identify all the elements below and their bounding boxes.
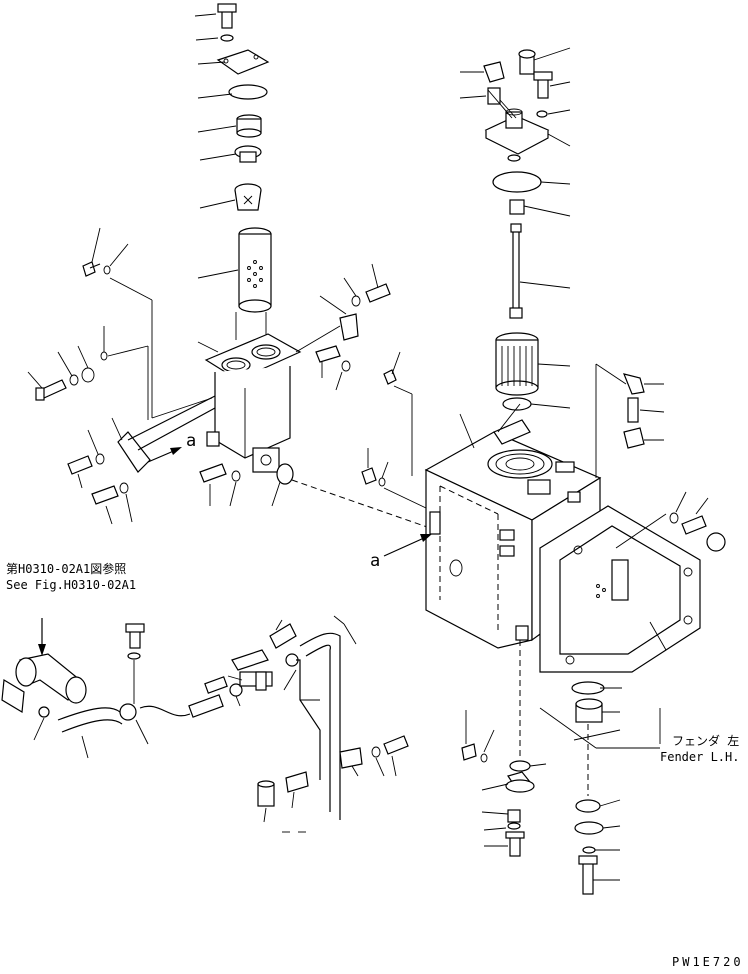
left-cover-plate	[216, 49, 270, 75]
tank-front	[425, 469, 533, 649]
right-spring	[509, 199, 525, 215]
reference-note-english: See Fig.H0310-02A1	[6, 578, 137, 592]
left-plug-oring	[276, 463, 294, 485]
right-oring	[492, 171, 542, 193]
left-filter-bracket	[117, 431, 151, 473]
fender-note-japanese: フェンダ 左	[672, 734, 740, 748]
right-rod	[509, 307, 523, 319]
tank-cover-plate	[539, 363, 726, 895]
left-filter-port	[252, 447, 280, 473]
fuel-valve-block	[231, 649, 269, 671]
fender-note-english: Fender L.H.	[660, 750, 740, 764]
right-breather	[483, 61, 505, 83]
view-arrow-label-a-tank: a	[370, 551, 381, 571]
left-top-washer	[220, 34, 234, 42]
mount-rubber-upper	[571, 681, 605, 695]
reference-note-japanese: 第H0310-02A1図参照	[6, 562, 127, 576]
drain-and-lines	[1, 615, 547, 857]
right-filter-element	[495, 339, 539, 389]
mount-rubber-lower	[575, 799, 601, 813]
left-filter-assembly	[27, 3, 431, 529]
left-filter-element	[238, 233, 272, 307]
left-top-bracket	[339, 313, 359, 341]
right-filter-assembly	[459, 47, 571, 411]
view-arrow-label-a: a	[186, 431, 197, 451]
drawing-code: PW1E720	[672, 955, 744, 969]
left-filter-case-body	[214, 366, 291, 459]
left-oring	[228, 84, 268, 100]
